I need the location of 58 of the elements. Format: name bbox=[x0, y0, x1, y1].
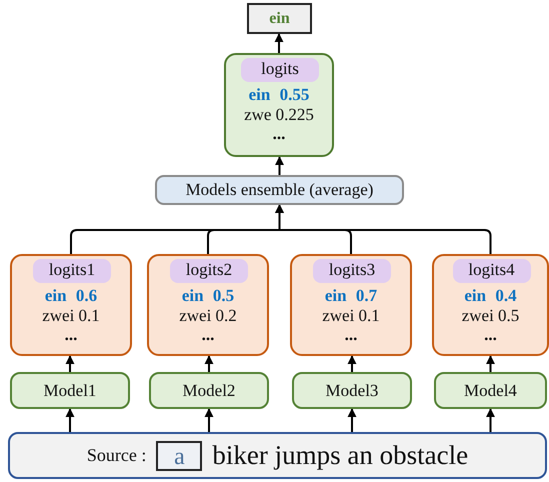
node-text: zwei 0.2 bbox=[178, 306, 238, 327]
arrow bbox=[275, 156, 284, 175]
node-text: logits4 bbox=[467, 260, 516, 280]
ensemble-box bbox=[155, 175, 404, 205]
node-text: zwei 0.1 bbox=[41, 306, 101, 327]
logits-card bbox=[432, 254, 549, 356]
node-text: Models ensemble (average) bbox=[184, 180, 374, 200]
source-label: Source : bbox=[86, 444, 146, 466]
ellipsis-text: ... bbox=[272, 126, 286, 141]
logits-card bbox=[290, 254, 412, 356]
source-box bbox=[8, 432, 547, 479]
probability-text: ein 0.6 bbox=[44, 285, 98, 306]
probability-text: ein 0.55 bbox=[248, 84, 310, 106]
probability-text: ein 0.7 bbox=[324, 285, 378, 306]
node-text: Model2 bbox=[182, 381, 236, 402]
arrow bbox=[204, 355, 214, 372]
model-box bbox=[292, 372, 412, 409]
node-text: Model1 bbox=[42, 381, 98, 402]
output-box bbox=[247, 3, 312, 34]
model-box bbox=[149, 372, 269, 409]
arrow bbox=[274, 33, 284, 53]
arrow bbox=[486, 408, 495, 432]
ellipsis-text: ... bbox=[483, 326, 498, 342]
ellipsis-text: ... bbox=[344, 326, 358, 342]
model-box bbox=[10, 372, 130, 409]
ellipsis-text: ... bbox=[200, 326, 216, 342]
node-text: logits1 bbox=[48, 260, 96, 280]
logits-label bbox=[170, 259, 248, 283]
arrow bbox=[66, 355, 74, 372]
model-box bbox=[434, 372, 547, 409]
logits-label bbox=[313, 259, 391, 283]
logits-card bbox=[10, 254, 132, 356]
logits-label bbox=[241, 58, 319, 82]
node-text: zwe 0.225 bbox=[243, 105, 315, 126]
arrow bbox=[275, 204, 492, 254]
token-box bbox=[156, 440, 202, 470]
arrow bbox=[348, 355, 356, 372]
node-text: logits bbox=[260, 59, 300, 80]
node-text: Model3 bbox=[324, 381, 380, 402]
logits-card bbox=[147, 254, 269, 356]
node-text: zwei 0.1 bbox=[321, 306, 381, 327]
ellipsis-text: ... bbox=[64, 326, 78, 342]
node-text: zwei 0.5 bbox=[460, 306, 520, 327]
probability-text: ein 0.4 bbox=[463, 285, 518, 306]
logits-card bbox=[224, 53, 334, 157]
token-text: a bbox=[173, 442, 186, 472]
arrow bbox=[486, 355, 495, 372]
node-text: Model4 bbox=[463, 381, 518, 402]
output-word: ein bbox=[268, 9, 291, 28]
logits-label bbox=[33, 259, 111, 283]
arrow bbox=[204, 408, 214, 432]
arrow bbox=[348, 408, 356, 432]
logits-label bbox=[452, 259, 530, 283]
node-text: logits2 bbox=[184, 260, 234, 280]
probability-text: ein 0.5 bbox=[180, 285, 236, 306]
node-text: logits3 bbox=[328, 260, 376, 280]
arrow bbox=[66, 408, 74, 432]
source-sentence: biker jumps an obstacle bbox=[212, 439, 468, 472]
